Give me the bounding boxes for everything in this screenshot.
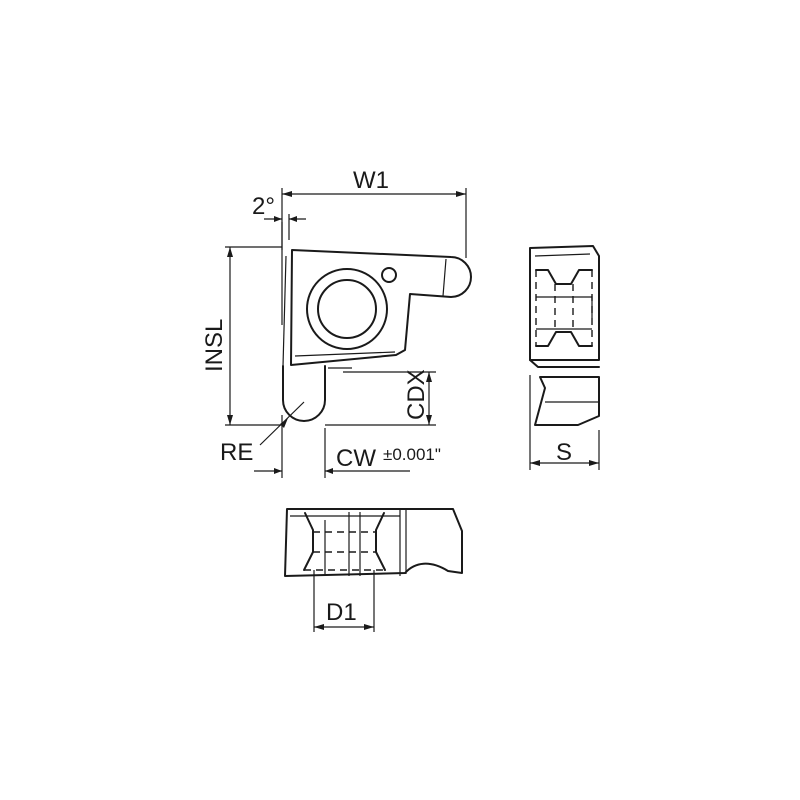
d1-label: D1	[326, 599, 357, 626]
cw-tolerance: ±0.001"	[383, 445, 441, 464]
clamp-hole-outer	[306, 268, 388, 350]
top-view: D1	[284, 508, 463, 632]
w1-label: W1	[353, 167, 389, 194]
cdx-label: CDX	[403, 369, 430, 420]
side-view: S	[529, 245, 600, 470]
angle-label: 2°	[252, 193, 275, 220]
front-view-dimensions: W1 2° INSL CDX RE CW ±0.00	[201, 167, 467, 478]
clamp-hole-inner	[317, 279, 377, 339]
insl-label: INSL	[201, 319, 228, 372]
front-view	[282, 249, 472, 422]
s-label: S	[556, 439, 572, 466]
locating-hole	[381, 267, 397, 283]
cw-label: CW	[336, 445, 376, 472]
re-label: RE	[220, 439, 253, 466]
